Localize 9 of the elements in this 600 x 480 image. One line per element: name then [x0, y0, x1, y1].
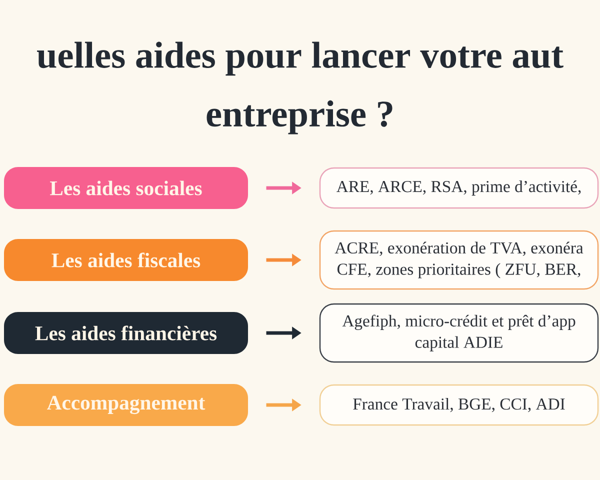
description-box: ARE, ARCE, RSA, prime d’activité,: [319, 167, 599, 209]
description-box: ACRE, exonération de TVA, exonéra CFE, zones prioritaires ( ZFU, BER,: [319, 230, 599, 290]
title-text: uelles aides pour lancer votre aut entreprise ?: [37, 42, 564, 134]
category-pill: Les aides fiscales: [4, 239, 248, 281]
description-box: Agefiph, micro-crédit et prêt d’app capital ADIE: [319, 303, 599, 363]
description-box: France Travail, BGE, CCI, ADI: [319, 384, 599, 426]
category-pill: Les aides sociales: [4, 167, 248, 209]
category-pill: Accompagnement: [4, 384, 248, 426]
category-pill: Les aides financières: [4, 312, 248, 354]
